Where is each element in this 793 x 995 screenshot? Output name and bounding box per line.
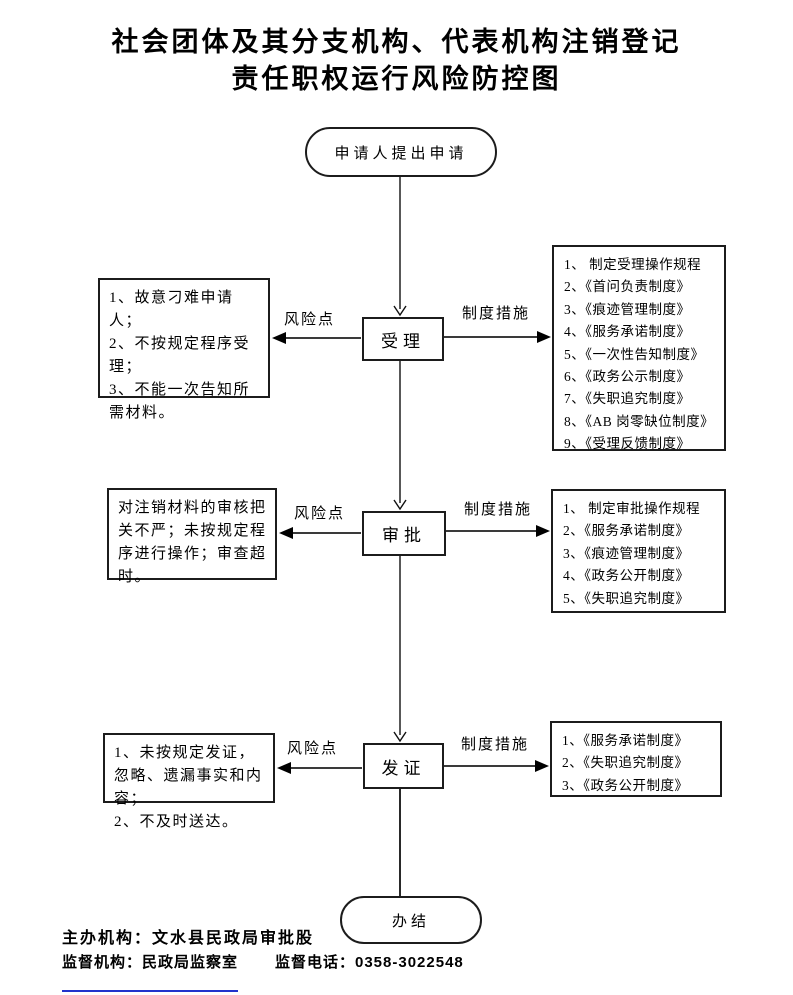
measure-item: 1、《服务承诺制度》 xyxy=(562,733,689,748)
arrowhead-issue-risk xyxy=(277,762,291,774)
page-title-line1: 社会团体及其分支机构、代表机构注销登记 xyxy=(111,27,682,57)
process-box-issue: 发证 xyxy=(363,743,444,789)
measure-item: 1、 制定审批操作规程 xyxy=(563,501,701,516)
measure-box-accept: 1、 制定受理操作规程 2、《首问负责制度》 3、《痕迹管理制度》 4、《服务承诺制度… xyxy=(552,245,726,451)
measure-item: 4、《服务承诺制度》 xyxy=(564,324,691,340)
measure-arrow-label-issue: 制度措施 xyxy=(461,737,530,753)
measure-item: 5、《失职追究制度》 xyxy=(563,590,690,606)
measure-item: 7、《失职追究制度》 xyxy=(564,391,691,407)
page-title-line2: 责任职权运行风险防控图 xyxy=(231,64,562,94)
measure-item: 2、《失职追究制度》 xyxy=(562,755,689,771)
risk-item: 1、故意刁难申请人； xyxy=(109,290,234,329)
arrowhead-review-to-issue xyxy=(393,731,407,743)
arrowhead-review-risk xyxy=(279,527,293,539)
risk-arrow-label-review: 风险点 xyxy=(294,506,346,522)
risk-item: 对注销材料的审核把关不严；未按规定程序进行操作；审查超时。 xyxy=(118,500,267,585)
risk-arrow-label-accept: 风险点 xyxy=(284,312,336,328)
measure-item: 3、《痕迹管理制度》 xyxy=(564,301,691,317)
risk-box-accept: 1、故意刁难申请人； 2、不按规定程序受理； 3、不能一次告知所需材料。 xyxy=(98,278,270,421)
risk-item: 3、不能一次告知所需材料。 xyxy=(109,382,251,421)
arrowhead-review-measure xyxy=(536,525,550,537)
measure-item: 8、《AB 岗零缺位制度》 xyxy=(564,413,715,429)
start-terminator: 申请人提出申请 xyxy=(305,127,497,177)
measure-item: 3、《政务公开制度》 xyxy=(562,777,689,793)
process-box-review: 审批 xyxy=(362,511,446,556)
footer-supervisor-phone: 监督电话：0358-3022548 xyxy=(275,954,464,971)
risk-item: 2、不按规定程序受理； xyxy=(109,336,251,375)
end-terminator: 办结 xyxy=(340,896,482,944)
measure-item: 9、《受理反馈制度》 xyxy=(564,436,691,452)
measure-arrow-label-accept: 制度措施 xyxy=(462,306,531,322)
risk-item: 1、未按规定发证，忽略、遗漏事实和内容； xyxy=(114,745,263,807)
risk-box-issue: 1、未按规定发证，忽略、遗漏事实和内容； 2、不及时送达。 xyxy=(103,733,275,830)
bottom-blue-rule xyxy=(62,990,238,992)
risk-item: 2、不及时送达。 xyxy=(114,814,239,830)
arrowhead-start-to-accept xyxy=(393,305,407,317)
measure-item: 4、《政务公开制度》 xyxy=(563,568,690,584)
measure-item: 2、《首问负责制度》 xyxy=(564,279,691,295)
measure-box-issue: 1、《服务承诺制度》 2、《失职追究制度》 3、《政务公开制度》 xyxy=(550,721,722,797)
measure-box-review: 1、 制定审批操作规程 2、《服务承诺制度》 3、《痕迹管理制度》 4、《政务公开制度… xyxy=(551,489,726,613)
risk-arrow-label-issue: 风险点 xyxy=(287,741,339,757)
footer-supervisor-org: 监督机构：民政局监察室 xyxy=(62,954,239,971)
measure-item: 3、《痕迹管理制度》 xyxy=(563,545,690,561)
arrowhead-accept-measure xyxy=(537,331,551,343)
risk-box-review: 对注销材料的审核把关不严；未按规定程序进行操作；审查超时。 xyxy=(107,488,277,585)
measure-item: 5、《一次性告知制度》 xyxy=(564,346,705,362)
arrowhead-issue-measure xyxy=(535,760,549,772)
arrowhead-accept-to-review xyxy=(393,499,407,511)
process-box-accept: 受理 xyxy=(362,317,444,361)
measure-item: 6、《政务公示制度》 xyxy=(564,369,691,385)
arrowhead-accept-risk xyxy=(272,332,286,344)
measure-item: 2、《服务承诺制度》 xyxy=(563,523,690,539)
footer-host-org: 主办机构：文水县民政局审批股 xyxy=(62,930,315,947)
measure-arrow-label-review: 制度措施 xyxy=(464,502,533,518)
measure-item: 1、 制定受理操作规程 xyxy=(564,257,702,272)
